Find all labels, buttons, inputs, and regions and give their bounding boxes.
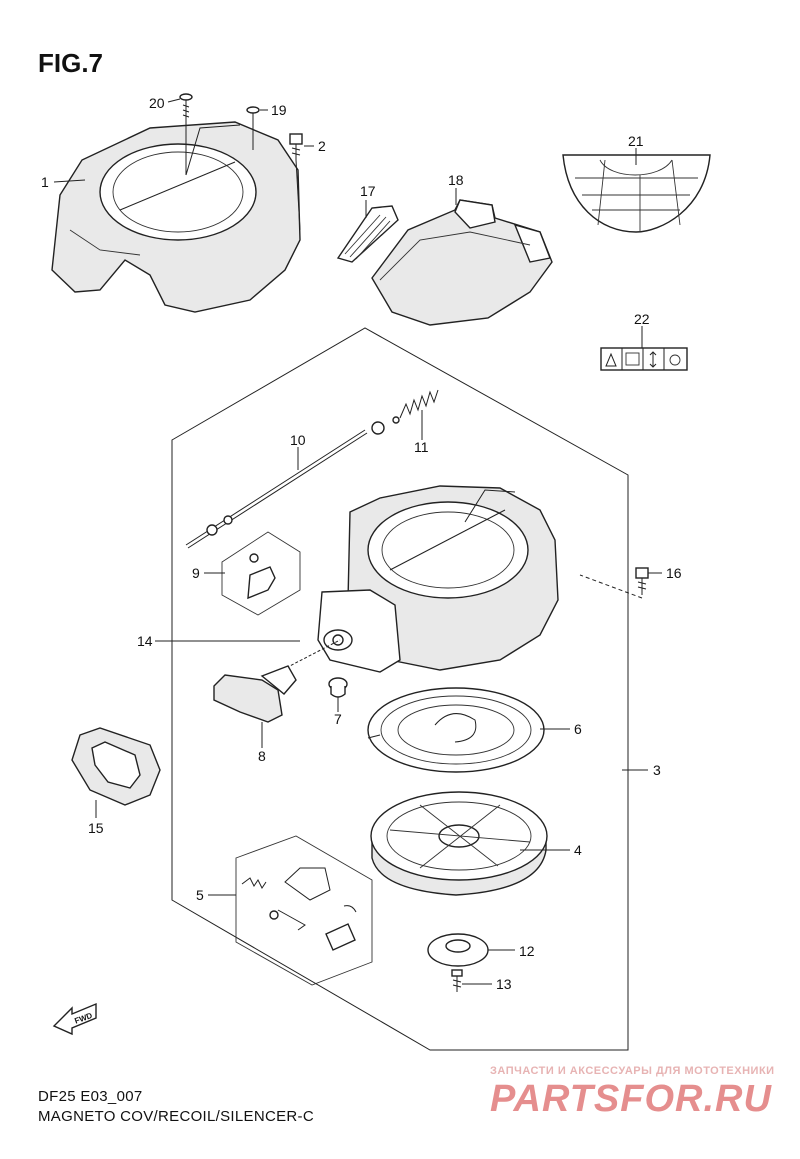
bolt-13	[451, 969, 463, 992]
silencer-cover	[371, 199, 553, 326]
assembly-frame	[171, 327, 629, 1051]
callout-4: 4	[574, 842, 582, 858]
callout-20: 20	[149, 95, 165, 111]
figure-caption: MAGNETO COV/RECOIL/SILENCER-C	[38, 1108, 314, 1125]
recoil-case	[317, 485, 559, 673]
callout-8: 8	[258, 748, 266, 764]
spring-11	[392, 389, 439, 424]
callout-14: 14	[137, 633, 153, 649]
callout-7: 7	[334, 711, 342, 727]
callout-6: 6	[574, 721, 582, 737]
callout-10: 10	[290, 432, 306, 448]
callout-22: 22	[634, 311, 650, 327]
starter-handle	[213, 665, 297, 723]
callout-16: 16	[666, 565, 682, 581]
callout-9: 9	[192, 565, 200, 581]
silencer-grille	[336, 205, 399, 263]
callout-11: 11	[414, 439, 429, 455]
figure-title: FIG.7	[38, 48, 104, 78]
callout-15: 15	[88, 820, 104, 836]
watermark-logo: PARTSFOR.RU	[490, 1078, 772, 1120]
bolt-2	[289, 133, 303, 231]
model-code: DF25 E03_007	[38, 1088, 143, 1105]
starter-rope	[281, 639, 341, 671]
warning-label	[600, 347, 688, 371]
pawl-kit	[235, 835, 373, 986]
screw-19	[246, 106, 260, 150]
callout-19: 19	[271, 102, 287, 118]
label-arc	[562, 154, 711, 233]
spiral-spring	[367, 687, 545, 773]
callout-2: 2	[318, 138, 326, 154]
watermark-tagline: ЗАПЧАСТИ И АКСЕССУАРЫ ДЛЯ МОТОТЕХНИКИ	[490, 1065, 775, 1077]
screw-20	[179, 93, 193, 175]
magneto-cover	[51, 121, 301, 313]
callout-17: 17	[360, 183, 376, 199]
bushing	[328, 677, 348, 698]
callout-1: 1	[41, 174, 49, 190]
leader-lines	[53, 98, 662, 985]
callout-12: 12	[519, 943, 535, 959]
callout-3: 3	[653, 762, 661, 778]
grommet	[71, 727, 161, 806]
cable-bracket	[221, 531, 301, 616]
callout-18: 18	[448, 172, 464, 188]
recoil-reel	[370, 791, 548, 896]
bolt-16	[579, 567, 649, 599]
fwd-arrow-icon: FWD	[52, 1002, 97, 1036]
callout-5: 5	[196, 887, 204, 903]
callout-13: 13	[496, 976, 512, 992]
callout-21: 21	[628, 133, 644, 149]
drive-plate	[427, 933, 489, 967]
cable	[185, 421, 385, 549]
callout-numbers: 1 2 3 4 5 6 7 8 9 10 11 12 13 14 15 16 1…	[41, 95, 682, 992]
